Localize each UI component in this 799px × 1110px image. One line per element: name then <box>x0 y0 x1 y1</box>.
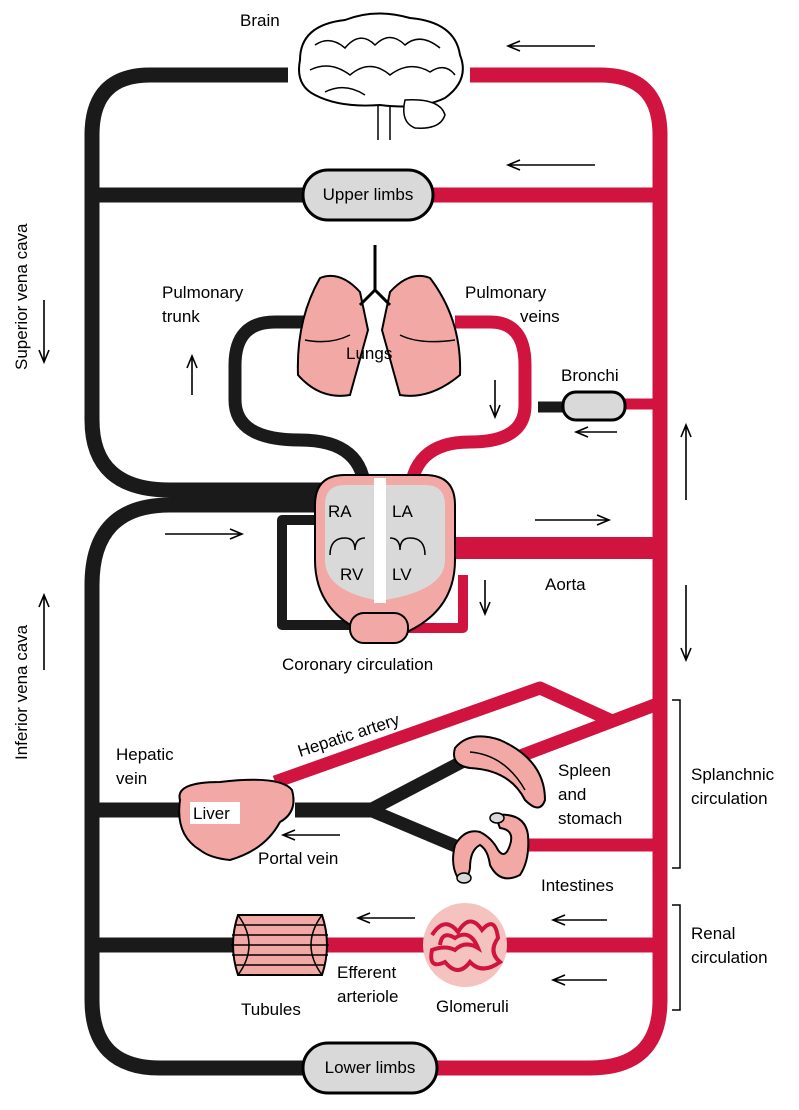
mesenteric-vein <box>370 810 465 850</box>
renal-label-2: circulation <box>691 948 768 967</box>
lower-limbs-label: Lower limbs <box>325 1058 416 1077</box>
upper-limbs-label: Upper limbs <box>323 185 414 204</box>
pulmonary-veins-label-2: veins <box>520 307 560 326</box>
left-lung <box>382 276 460 396</box>
arrow-down-icon <box>480 580 490 614</box>
splanchnic-bracket <box>672 700 680 868</box>
efferent-label-2: arteriole <box>337 987 398 1006</box>
tubules-organ <box>231 915 329 975</box>
lv-label: LV <box>392 565 412 584</box>
arrow-left-icon <box>358 913 415 923</box>
portal-vein-label: Portal vein <box>258 849 338 868</box>
aorta-label: Aorta <box>545 575 586 594</box>
arrow-right-icon <box>535 515 609 525</box>
pulmonary-veins-label-1: Pulmonary <box>465 283 547 302</box>
cerebellum <box>404 100 445 128</box>
lungs: Lungs <box>298 245 460 396</box>
bronchi-label: Bronchi <box>561 366 619 385</box>
pulmonary-trunk-label-1: Pulmonary <box>162 283 244 302</box>
arrow-up-icon <box>39 595 49 670</box>
brain-outline <box>299 13 463 106</box>
arrow-down-icon <box>681 585 691 660</box>
intestine-end-top <box>490 813 504 823</box>
intestines-label: Intestines <box>541 876 614 895</box>
hepatic-vein-label-1: Hepatic <box>116 745 174 764</box>
arrow-right-icon <box>165 529 242 539</box>
brainstem <box>378 105 390 140</box>
arrow-left-icon <box>508 41 595 51</box>
renal-label-1: Renal <box>691 924 735 943</box>
arrow-left-icon <box>553 975 607 985</box>
septum <box>374 478 386 603</box>
superior-vena-cava-label: Superior vena cava <box>12 223 31 370</box>
spleen-label-1: Spleen <box>558 761 611 780</box>
bronchi-capillary <box>563 392 625 420</box>
heart: RA LA RV LV <box>315 475 455 643</box>
arrow-left-icon <box>283 830 340 840</box>
trachea <box>360 245 390 305</box>
arrow-down-icon <box>490 380 500 417</box>
pulmonary-trunk-label-2: trunk <box>162 307 200 326</box>
rv-label: RV <box>340 565 364 584</box>
lungs-label: Lungs <box>346 344 392 363</box>
arrow-left-icon <box>576 427 617 437</box>
hepatic-vein-label-2: vein <box>116 769 147 788</box>
intestine-end-bottom <box>457 873 471 883</box>
coronary-circulation-label: Coronary circulation <box>282 655 433 674</box>
intestines-organ <box>453 815 528 879</box>
arrow-up-icon <box>681 425 691 500</box>
splanchnic-label-1: Splanchnic <box>691 765 775 784</box>
spleen-label-2: and <box>558 785 586 804</box>
right-lung <box>298 276 368 396</box>
liver-label: Liver <box>193 804 230 823</box>
spleen-label-3: stomach <box>558 809 622 828</box>
brain-label: Brain <box>240 11 280 30</box>
arrow-left-icon <box>508 160 595 170</box>
arrow-down-icon <box>39 300 49 362</box>
arrow-up-icon <box>187 356 197 395</box>
la-label: LA <box>392 502 413 521</box>
tubules-label: Tubules <box>241 1000 301 1019</box>
renal-bracket <box>672 905 680 1010</box>
arrow-left-icon <box>553 915 607 925</box>
splanchnic-label-2: circulation <box>691 789 768 808</box>
inferior-vena-cava-label: Inferior vena cava <box>12 624 31 760</box>
efferent-label-1: Efferent <box>337 963 397 982</box>
glomeruli-label: Glomeruli <box>436 997 509 1016</box>
coronary-capillary <box>350 613 408 643</box>
ra-label: RA <box>328 502 352 521</box>
